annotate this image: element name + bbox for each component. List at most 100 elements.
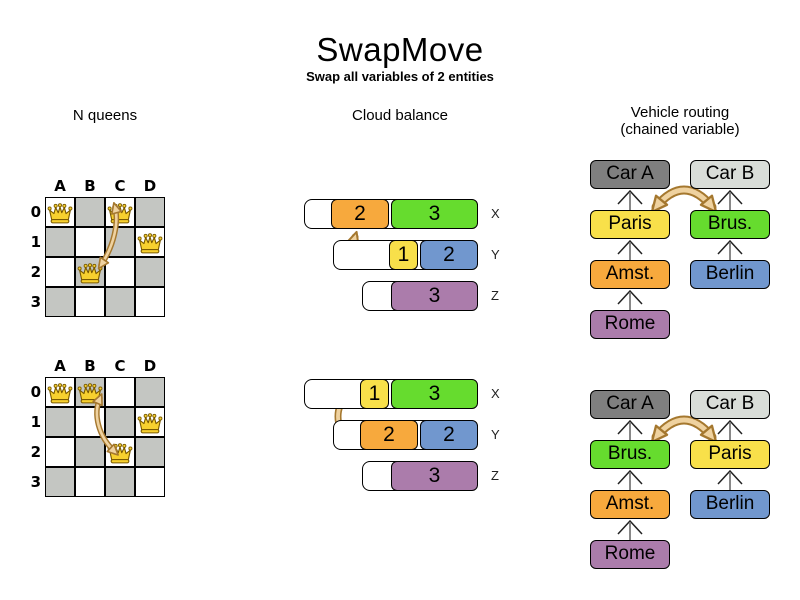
chain-arrow: [710, 419, 750, 440]
swap-arrow-vrp-after-icon: [650, 415, 718, 444]
board-row-label: 2: [30, 263, 41, 281]
board-cell: [45, 407, 75, 437]
cloud-process: 3: [391, 199, 478, 229]
chain-arrow: [610, 469, 650, 490]
board-cell: [135, 257, 165, 287]
cloud-process: 3: [391, 461, 478, 491]
chain-arrow: [610, 189, 650, 210]
swap-arrow-vrp-before-icon: [650, 185, 718, 214]
board-col-label: C: [114, 357, 126, 375]
chain-arrow: [710, 239, 750, 260]
board-cell: [45, 227, 75, 257]
queen-piece: [137, 233, 163, 255]
page-title: SwapMove: [316, 31, 484, 68]
chain-arrow-icon: [717, 419, 743, 440]
board-row-label: 1: [30, 233, 41, 251]
board-cell: [135, 197, 165, 227]
vrp-stop: Amst.: [590, 490, 670, 519]
chain-arrow-icon: [717, 189, 743, 210]
cloud-process: 2: [420, 240, 478, 270]
queen-piece: [47, 383, 73, 405]
chain-arrow: [610, 289, 650, 310]
board-col-label: B: [84, 177, 96, 195]
cloud-process: 2: [420, 420, 478, 450]
queen-piece: [77, 383, 103, 405]
board-col-label: A: [54, 177, 66, 195]
chain-arrow-icon: [717, 469, 743, 490]
vrp-stop: Amst.: [590, 260, 670, 289]
cloud-row-label: Y: [491, 247, 500, 262]
chain-arrow: [610, 239, 650, 260]
board-col-label: A: [54, 357, 66, 375]
chain-arrow-icon: [617, 289, 643, 310]
vrp-stop: Paris: [690, 440, 770, 469]
board-row-label: 3: [30, 293, 41, 311]
queen-icon: [47, 383, 73, 404]
chain-arrow: [710, 189, 750, 210]
chain-arrow-icon: [717, 239, 743, 260]
column-header-nqueens: N queens: [72, 107, 138, 124]
board-row-label: 0: [30, 383, 41, 401]
vrp-anchor: Car A: [590, 390, 670, 419]
board-cell: [135, 467, 165, 497]
vrp-stop: Berlin: [690, 260, 770, 289]
queen-icon: [137, 413, 163, 434]
board-cell: [45, 287, 75, 317]
queen-piece: [47, 203, 73, 225]
board-cell: [75, 467, 105, 497]
vrp-anchor: Car B: [690, 390, 770, 419]
queen-piece: [77, 263, 103, 285]
board-row-label: 0: [30, 203, 41, 221]
column-header-vrp-sub: (chained variable): [620, 121, 740, 138]
queen-icon: [47, 203, 73, 224]
vrp-stop: Rome: [590, 310, 670, 339]
cloud-row-label: Z: [491, 288, 499, 303]
swap-arrow-nqueens-after-icon: [92, 393, 119, 456]
board-col-label: D: [143, 177, 157, 195]
chain-arrow: [710, 469, 750, 490]
board-cell: [45, 437, 75, 467]
cloud-process: 3: [391, 281, 478, 311]
chain-arrow: [610, 519, 650, 540]
board-row-label: 2: [30, 443, 41, 461]
column-header-vrp: Vehicle routing: [630, 104, 730, 121]
queen-icon: [137, 233, 163, 254]
board-cell: [135, 377, 165, 407]
cloud-process: 1: [389, 240, 418, 270]
chain-arrow: [610, 419, 650, 440]
board-col-label: B: [84, 357, 96, 375]
vrp-stop: Berlin: [690, 490, 770, 519]
column-header-cloud: Cloud balance: [352, 107, 448, 124]
chain-arrow-icon: [617, 469, 643, 490]
chain-arrow-icon: [617, 189, 643, 210]
vrp-anchor: Car A: [590, 160, 670, 189]
board-cell: [45, 467, 75, 497]
cloud-row-label: X: [491, 386, 500, 401]
chain-arrow-icon: [617, 239, 643, 260]
vrp-stop: Rome: [590, 540, 670, 569]
chain-arrow-icon: [617, 419, 643, 440]
cloud-process: 3: [391, 379, 478, 409]
queen-icon: [77, 383, 103, 404]
cloud-row-label: Z: [491, 468, 499, 483]
board-cell: [135, 287, 165, 317]
board-cell: [75, 287, 105, 317]
vrp-anchor: Car B: [690, 160, 770, 189]
cloud-process: 2: [360, 420, 418, 450]
vrp-stop: Brus.: [690, 210, 770, 239]
swap-arrow-nqueens-before-icon: [97, 201, 123, 270]
board-cell: [105, 287, 135, 317]
page-subtitle: Swap all variables of 2 entities: [306, 69, 494, 84]
queen-piece: [137, 413, 163, 435]
board-col-label: D: [143, 357, 157, 375]
board-row-label: 3: [30, 473, 41, 491]
cloud-row-label: Y: [491, 427, 500, 442]
queen-icon: [77, 263, 103, 284]
vrp-stop: Paris: [590, 210, 670, 239]
chain-arrow-icon: [617, 519, 643, 540]
cloud-row-label: X: [491, 206, 500, 221]
vrp-stop: Brus.: [590, 440, 670, 469]
board-cell: [45, 257, 75, 287]
